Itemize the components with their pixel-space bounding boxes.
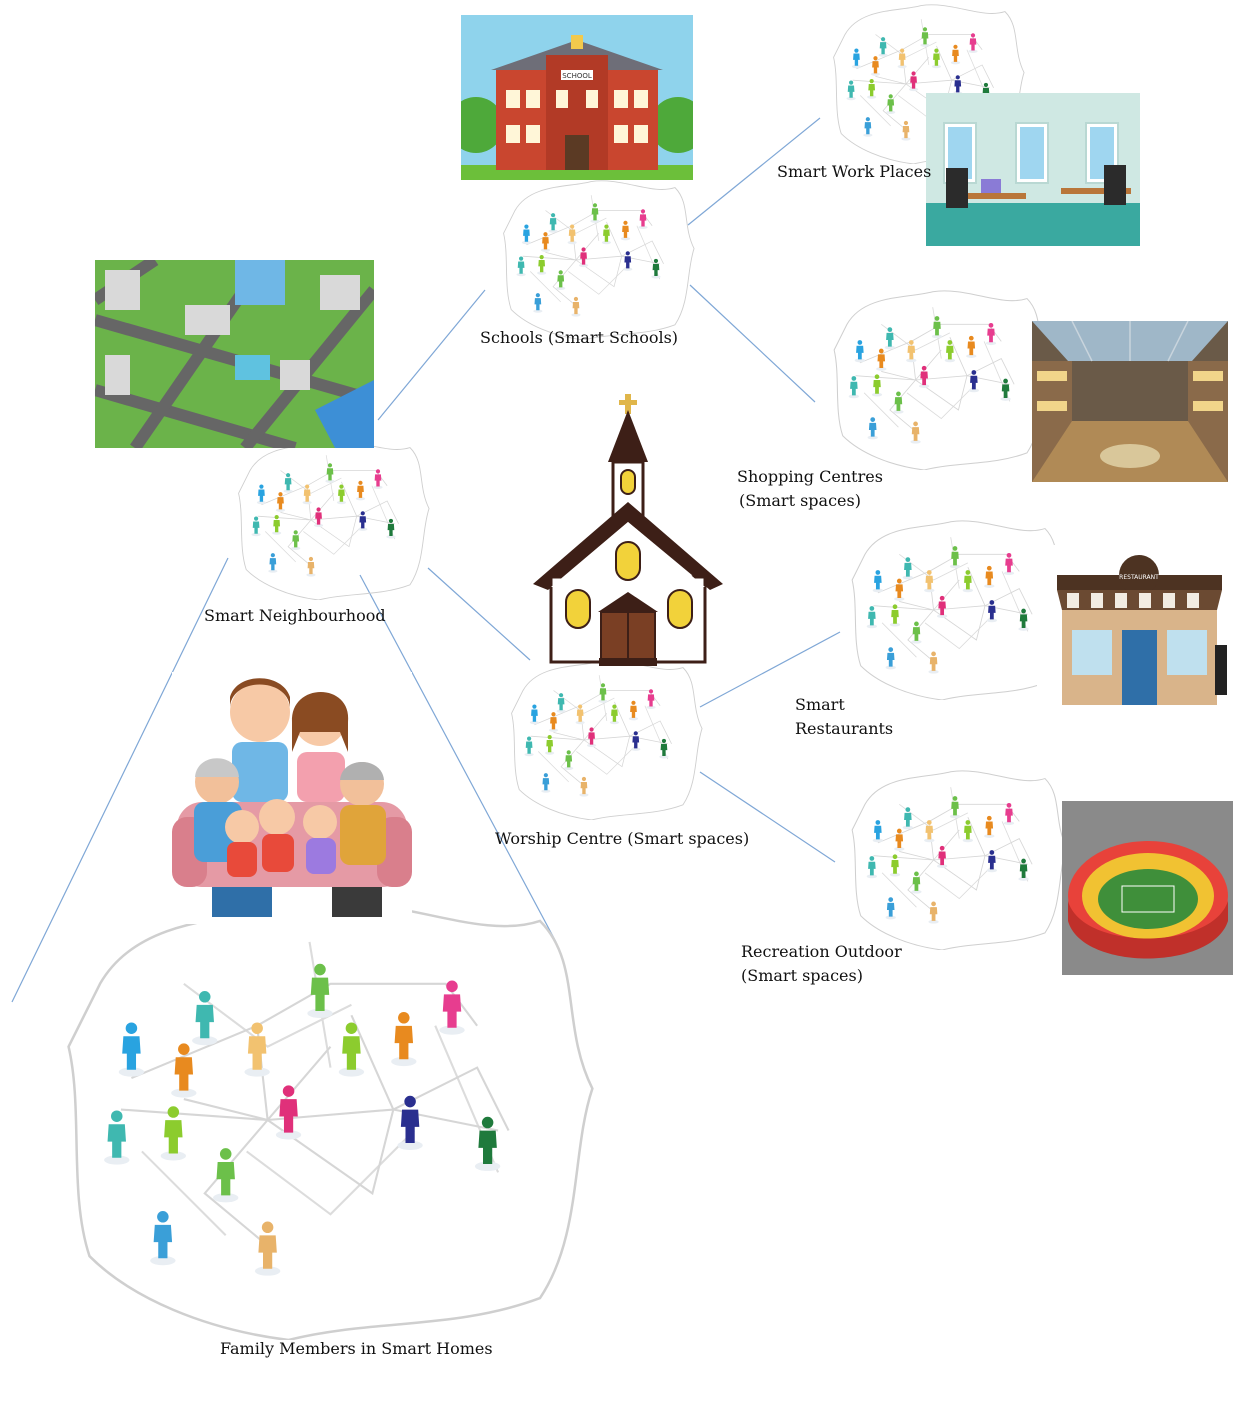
line-neighbourhood-schools (377, 289, 486, 421)
recreation-network (830, 770, 1080, 950)
work-label: Smart Work Places (777, 162, 932, 181)
line-schools-work (687, 117, 821, 226)
neighbourhood-network (205, 440, 455, 600)
school-sign-text: SCHOOL (562, 72, 592, 80)
city-image (95, 260, 374, 448)
restaurant-image: RESTAURANT (1037, 545, 1235, 713)
shopping-network (812, 290, 1062, 470)
line-schools-shopping (689, 284, 816, 403)
mall-image (1032, 321, 1228, 482)
line-worship-restaurants (699, 631, 841, 708)
line-neighbourhood-worship (427, 567, 531, 661)
recreation-label-line2: (Smart spaces) (741, 966, 863, 985)
family-label: Family Members in Smart Homes (220, 1339, 493, 1358)
line-neighbourhood-family-right (359, 574, 557, 943)
line-neighbourhood-family-left (11, 557, 229, 1003)
recreation-label-line1: Recreation Outdoor (741, 942, 902, 961)
restaurants-label-line2: Restaurants (795, 719, 894, 738)
shopping-label-line2: (Smart spaces) (739, 491, 861, 510)
shopping-label-line1: Shopping Centres (737, 467, 883, 486)
worship-label: Worship Centre (Smart spaces) (495, 829, 750, 848)
schools-label: Schools (Smart Schools) (480, 328, 679, 347)
church-icon (533, 394, 723, 666)
schools-network (470, 180, 720, 340)
office-image (926, 93, 1140, 246)
restaurant-sign-text: RESTAURANT (1119, 574, 1159, 581)
family-network (10, 900, 630, 1340)
line-worship-recreation (699, 771, 836, 863)
stadium-image (1062, 801, 1233, 975)
restaurants-label-line1: Smart (795, 695, 845, 714)
school-image: SCHOOL (461, 15, 693, 180)
family-image (172, 672, 412, 924)
neighbourhood-label: Smart Neighbourhood (204, 606, 386, 625)
worship-network (478, 660, 728, 820)
